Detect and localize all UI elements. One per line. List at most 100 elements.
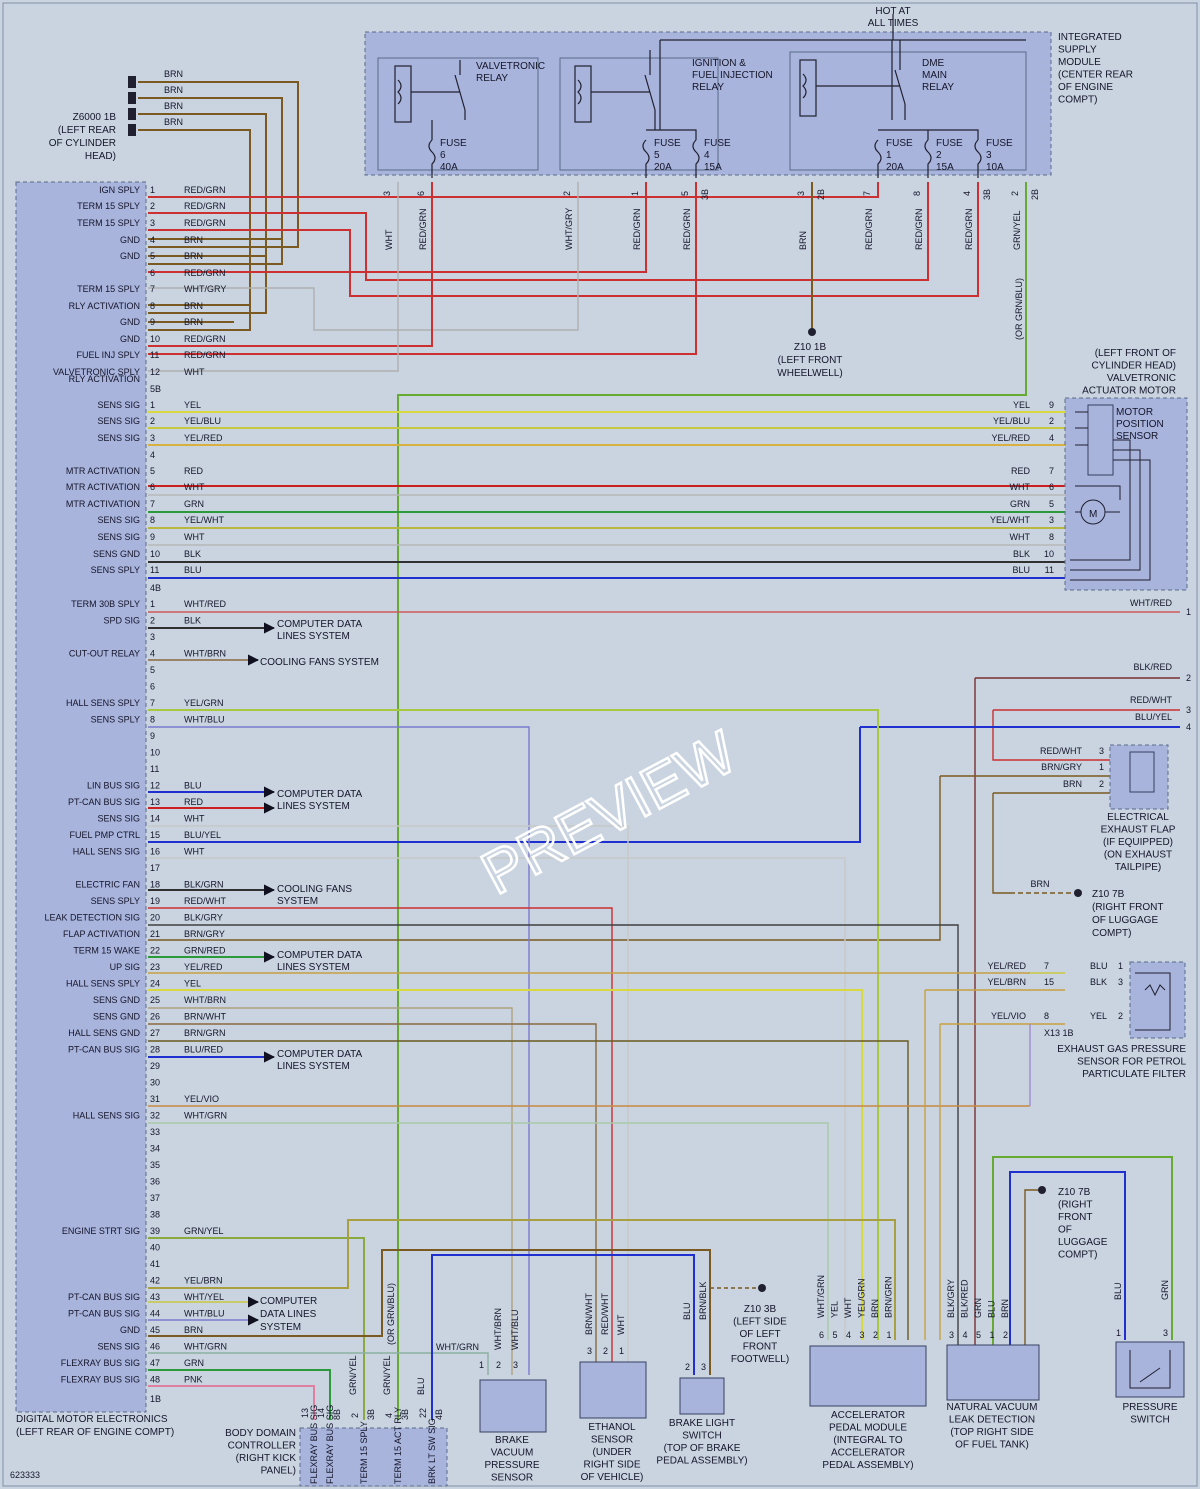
ground-label: COMPT) [1058,1250,1097,1261]
supply-module-title: OF ENGINE [1058,82,1113,93]
supply-pin-number: 3 [796,191,806,196]
fuse-amperage: 40A [440,162,458,173]
ground-wire-color: BRN [164,117,183,127]
brake_light-title: PEDAL ASSEMBLY) [656,1456,747,1467]
dme-pin-label: TERM 15 WAKE [73,946,140,956]
pressure_switch-title: PRESSURE [1122,1402,1177,1413]
dme-pin-label: GND [120,251,141,261]
dme-pin-label: PT-CAN BUS SIG [68,1309,140,1319]
nvld-title: OF FUEL TANK) [955,1440,1029,1451]
arrow-target-label: COOLING FANS SYSTEM [260,657,379,668]
supply-wire-color: BRN [798,231,808,250]
dme-wire-color: WHT [184,367,205,377]
motor-wire-color: BLU [1012,565,1030,575]
dme-pin-number: 4 [150,649,155,659]
relay-label: RELAY [922,82,954,93]
motor-wire-color: BLK [1013,549,1030,559]
dme-wire-color: YEL/GRN [184,698,224,708]
pressure_switch-wire-color: GRN [1160,1280,1170,1300]
fuse-number: 3 [986,150,992,161]
dme-pin-number: 12 [150,367,160,377]
exhaust-gas-pressure-sensor [1129,961,1186,1039]
fuse-label: FUSE [886,138,913,149]
exhaust-flap-title: EXHAUST FLAP [1101,825,1176,836]
dme-pin-label: TERM 15 SPLY [77,218,140,228]
dme-pin-label: SENS SIG [97,416,140,426]
valvetronic-title: CYLINDER HEAD) [1092,361,1176,372]
dme-pin-label: FLEXRAY BUS SIG [61,1375,140,1385]
arrow-target-label: DATA LINES [260,1309,317,1320]
dme-pin-number: 11 [150,764,159,774]
relay-label: VALVETRONIC [476,61,545,72]
dme-wire-color: GRN/RED [184,946,226,956]
dme-main-relay-box [789,51,1027,171]
dme-pin-label: SENS SPLY [91,715,140,725]
dme-wire-color: RED [184,466,204,476]
body-domain-controller [299,1427,448,1487]
dme-wire-color: YEL/RED [184,962,223,972]
dme-wire-color: GRN [184,499,204,509]
egp-wire-color: YEL/VIO [991,1011,1026,1021]
bdc-pin-number: 4 [384,1413,394,1418]
motor-pin-number: 7 [1049,466,1054,476]
ethanol-wire-color: BRN/WHT [584,1293,594,1335]
dme-wire-color: BRN [184,251,203,261]
arrow-target-label: LINES SYSTEM [277,1061,350,1072]
dme-pin-label: PT-CAN BUS SIG [68,797,140,807]
dme-pin-number: 17 [150,863,160,873]
dme-wire-color: BLK [184,616,201,626]
page-ref-wire: RED/WHT [1130,695,1172,705]
motor-wire-color: WHT [1010,482,1031,492]
hot-at-all-times: ALL TIMES [868,18,919,29]
motor-pin-number: 8 [1049,532,1054,542]
accel-pin-number: 2 [873,1330,878,1340]
dme-pin-number: 12 [150,781,160,791]
fuse-number: 2 [936,150,942,161]
dme-wire-color: YEL [184,400,201,410]
dme-pin-number: 9 [150,731,155,741]
relay-label: IGNITION & [692,58,746,69]
sensor-label: MOTOR [1116,407,1153,418]
motor-pin-number: 11 [1045,565,1054,575]
ground-wire-color: BRN [164,85,183,95]
ground-label: FOOTWELL) [731,1354,789,1365]
dme-pin-label: SENS SIG [97,1342,140,1352]
dme-pin-number: 1 [150,185,155,195]
connector-label: 1B [150,1394,161,1404]
dme-pin-number: 24 [150,979,160,989]
dme-pin-label: ELECTRIC FAN [75,880,140,890]
bdc-wire-color: WHT/GRN [436,1342,479,1352]
dme-pin-number: 2 [150,201,155,211]
dme-wire-color: YEL/BLU [184,416,221,426]
page-ref-wire: BLK/RED [1133,662,1172,672]
dme-pin-number: 21 [150,929,160,939]
nvld-wire-color: BLU [987,1300,997,1318]
dme-pin-number: 34 [150,1144,160,1154]
dme-pin-number: 3 [150,433,155,443]
dme-pin-number: 5 [150,665,155,675]
dme-pin-number: 32 [150,1111,160,1121]
egp-wire-color: BLK [1090,977,1107,987]
dme-pin-number: 40 [150,1243,160,1253]
dme-wire-color: BRN [184,235,203,245]
connector-label: X13 1B [1044,1028,1074,1038]
egp-pin-number: 1 [1118,961,1123,971]
ground-wire-color: BRN [164,69,183,79]
ethanol-title: OF VEHICLE) [581,1472,644,1483]
supply-wire-color: RED/GRN [864,208,874,250]
bdc-pin-number: 22 [418,1408,428,1418]
accel-pin-number: 5 [832,1330,837,1340]
arrow-target-label: LINES SYSTEM [277,631,350,642]
ground-label: OF LUGGAGE [1092,915,1158,926]
accel-wire-color: BRN [870,1299,880,1318]
connector-label: 4B [150,583,161,593]
dme-pin-number: 3 [150,218,155,228]
bdc-title: CONTROLLER [228,1441,296,1452]
dme-wire-color: BRN/GRY [184,929,225,939]
dme-wire-color: RED/GRN [184,218,226,228]
fuse-label: FUSE [440,138,467,149]
dme-pin-label: TERM 15 SPLY [77,201,140,211]
dme-pin-number: 6 [150,268,155,278]
brake_vacuum-title: BRAKE [495,1435,529,1446]
relay-symbols [394,40,906,130]
